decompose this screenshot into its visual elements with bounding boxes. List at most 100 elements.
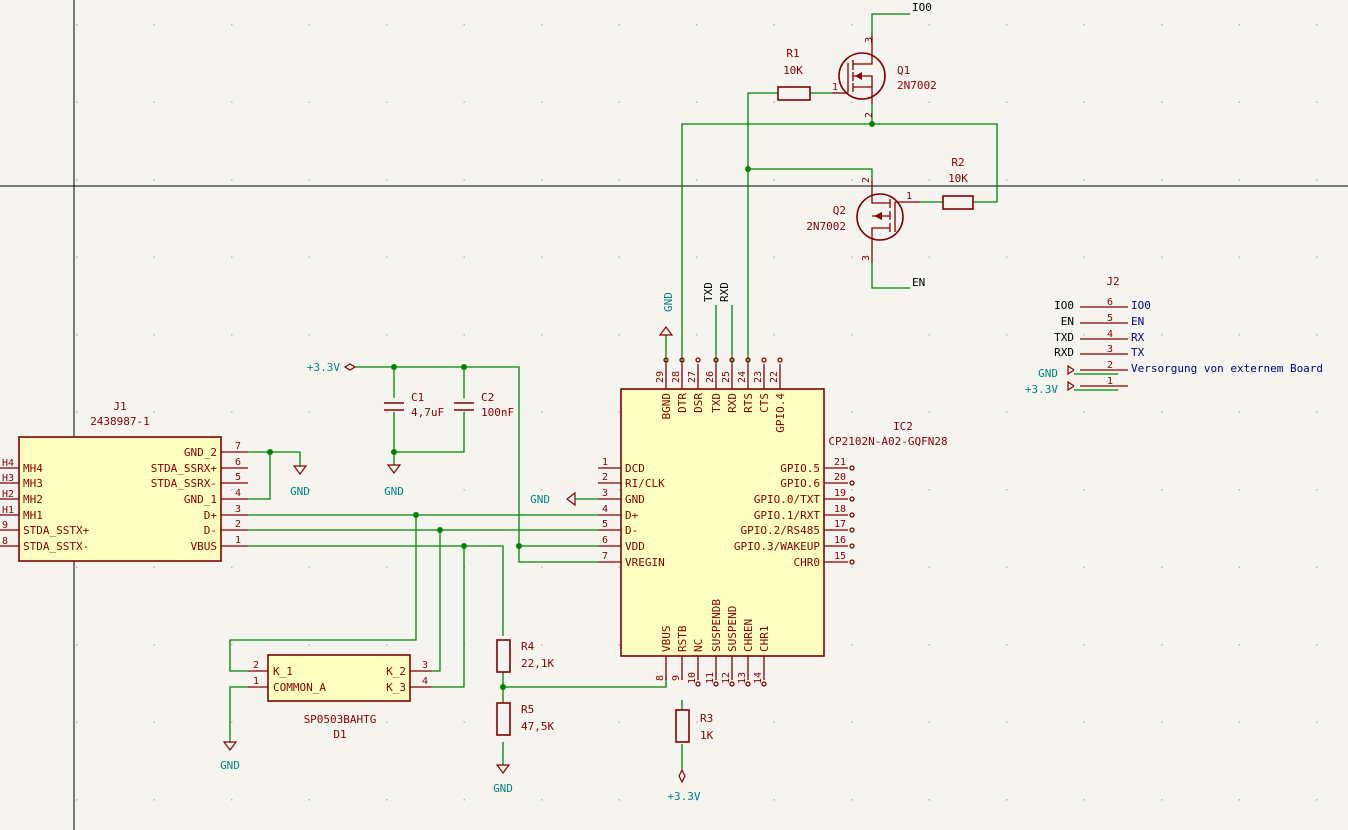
net-labels: IO0 EN TXD RXD (702, 1, 932, 302)
pin-end (849, 512, 855, 518)
ic2-pin-name: VREGIN (625, 556, 665, 569)
capacitor-c2[interactable]: C2 100nF (454, 391, 514, 419)
j2-pin-num: 6 (1107, 297, 1113, 308)
pin-end (713, 681, 719, 687)
c2-ref: C2 (481, 391, 494, 404)
ic2-pin-num: 27 (687, 371, 698, 383)
ic2-pin-name: SUSPENDB (710, 599, 723, 652)
ic2-pin-num: 13 (737, 672, 748, 684)
ic2-pin-name: GPIO.5 (780, 462, 820, 475)
j1-pin-name: STDA_SSRX- (151, 477, 217, 490)
c2-value: 100nF (481, 406, 514, 419)
q1-value: 2N7002 (897, 79, 937, 92)
v33-label: +3.3V (307, 361, 340, 374)
j2-pin-num: 1 (1107, 376, 1113, 387)
j1-pin-name: MH4 (23, 462, 43, 475)
ic2-pin-name: DSR (692, 393, 705, 413)
j2-net-label: EN (1061, 315, 1074, 328)
j2-power-label: +3.3V (1025, 383, 1058, 396)
j2-pin-num: 3 (1107, 344, 1113, 355)
j1-pin-num: 4 (235, 488, 241, 499)
ic2-pin-num: 15 (834, 551, 846, 562)
ic2-pin-num: 3 (602, 488, 608, 499)
q1-ref: Q1 (897, 64, 910, 77)
resistor-r5[interactable]: R5 47,5K (496, 702, 554, 736)
ic2-pin-num: 16 (834, 535, 846, 546)
ic2-pin-num: 25 (721, 371, 732, 383)
j1-pin-num: H3 (2, 473, 14, 484)
ic2-pin-name: CHR1 (758, 626, 771, 653)
j1-pin-name: GND_1 (184, 493, 217, 506)
r1-value: 10K (783, 64, 803, 77)
pin-end (679, 357, 685, 363)
resistor-r2[interactable]: R2 10K 1 (906, 156, 974, 210)
ic2-pin-name: RXD (726, 393, 739, 413)
j1-ref: J1 (113, 400, 126, 413)
pin-end (745, 681, 751, 687)
d1-pin-num: 3 (422, 660, 428, 671)
j1-pin-name: MH2 (23, 493, 43, 506)
j2-note: RX (1131, 331, 1145, 344)
resistor-r4[interactable]: R4 22,1K (496, 639, 554, 673)
j1-pin-name: D- (204, 524, 217, 537)
r3-ref: R3 (700, 712, 713, 725)
ic2-pin-name: NC (692, 639, 705, 652)
j1-pin-name: VBUS (191, 540, 218, 553)
ic2-bottom-pins: 8VBUS9RSTB10NC11SUSPENDB12SUSPEND13CHREN… (655, 599, 771, 687)
ic2-pin-num: 24 (737, 371, 748, 383)
q1-pin-num: 2 (864, 112, 875, 118)
j1-pin-num: 5 (235, 472, 241, 483)
ic2-pin-num: 11 (705, 672, 716, 684)
ic2-pin-name: GPIO.3/WAKEUP (734, 540, 820, 553)
net-label-rxd: RXD (718, 282, 731, 302)
r4-ref: R4 (521, 640, 535, 653)
ic2-pin-num: 9 (671, 675, 682, 681)
ic2-pin-name: GPIO.6 (780, 477, 820, 490)
pin-end (761, 681, 767, 687)
j1-pin-name: STDA_SSTX+ (23, 524, 90, 537)
gnd-label: GND (220, 759, 240, 772)
pin-end (745, 357, 751, 363)
j1-pin-num: 3 (235, 504, 241, 515)
r2-pin-num: 1 (906, 191, 912, 202)
r5-ref: R5 (521, 703, 534, 716)
q2-value: 2N7002 (806, 220, 846, 233)
ic2-pin-name: BGND (660, 393, 673, 420)
ic2-pin-name: DTR (676, 393, 689, 413)
power-gnd-r5: GND (493, 764, 513, 795)
resistor-r3[interactable]: R3 1K (675, 709, 714, 743)
capacitor-c1[interactable]: C1 4,7uF (384, 391, 444, 419)
j2-ref: J2 (1106, 275, 1119, 288)
ic2-pin-num: 29 (655, 371, 666, 383)
power-gnd-c: GND (384, 464, 404, 498)
d1-pin-num: 1 (253, 676, 259, 687)
ic2-pin-name: CHR0 (794, 556, 821, 569)
ic2-pin-num: 26 (705, 371, 716, 383)
resistor-r1[interactable]: R1 10K 1 (777, 47, 838, 101)
mosfet-q2[interactable]: 2 3 Q2 2N7002 (806, 177, 920, 263)
q2-ref: Q2 (833, 204, 846, 217)
power-gnd-bgnd: GND (658, 292, 675, 336)
j1-pin-name: STDA_SSRX+ (151, 462, 218, 475)
pin-end (849, 465, 855, 471)
pin-end (729, 681, 735, 687)
ic-ic2[interactable]: IC2 CP2102N-A02-GQFN28 29BGND28DTR27DSR2… (598, 357, 948, 687)
diode-array-d1[interactable]: 2 K_1 1 COMMON_A 3 K_2 4 K_3 SP0503BAHTG… (248, 654, 432, 741)
ic2-pin-name: CHREN (742, 619, 755, 652)
power-gnd-j1: GND (290, 465, 310, 498)
j2-power-label: GND (1038, 367, 1058, 380)
ic2-pin-num: 21 (834, 457, 846, 468)
j2-note: IO0 (1131, 299, 1151, 312)
j1-value: 2438987-1 (90, 415, 150, 428)
wires (229, 13, 1118, 770)
mosfet-q1[interactable]: 3 2 Q1 2N7002 (832, 35, 937, 118)
ic2-pin-num: 19 (834, 488, 846, 499)
j1-pin-num: H2 (2, 489, 14, 500)
ic2-pin-num: 17 (834, 519, 846, 530)
ic2-pin-name: GPIO.1/RXT (754, 509, 821, 522)
q2-pin-num: 2 (861, 177, 872, 183)
